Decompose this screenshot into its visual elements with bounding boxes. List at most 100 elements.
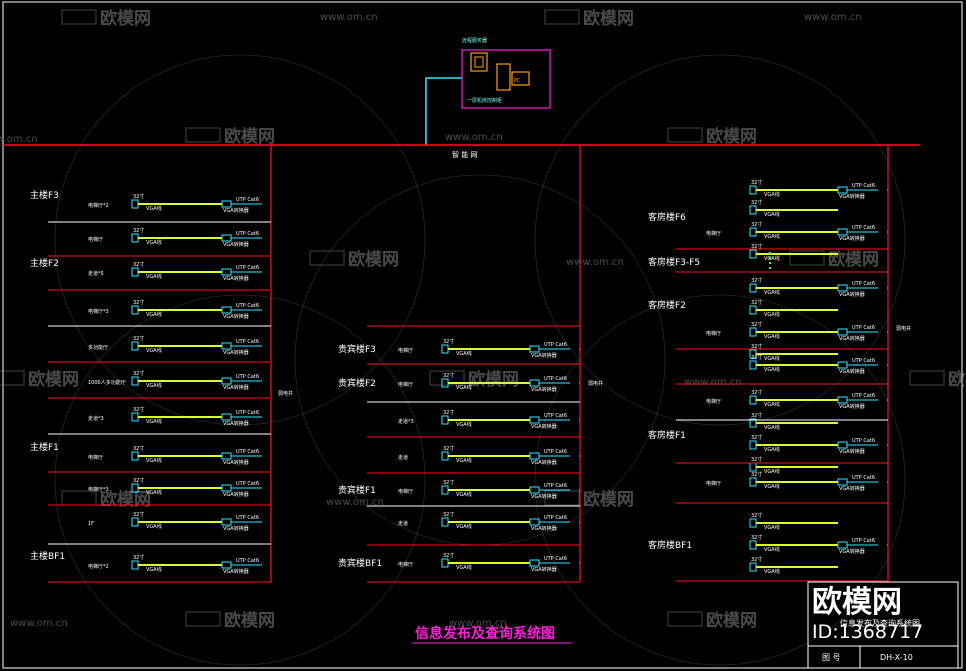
vga-label: VGA线: [146, 418, 162, 425]
converter-icon: [221, 268, 232, 276]
location-label: 电梯厅: [706, 480, 721, 487]
floor-label: 客房楼F6: [648, 211, 686, 223]
server-caption: 一层机房控制柜: [467, 97, 502, 104]
watermark-stamp-brand: 欧模网: [812, 585, 902, 620]
vga-label: VGA线: [764, 483, 780, 490]
watermark-url: www.om.cn: [445, 132, 503, 143]
display-icon: [749, 327, 757, 337]
display-icon: [131, 233, 139, 243]
floor-label: 客房楼BF1: [648, 539, 692, 551]
converter-label: VGA转换器: [531, 459, 557, 466]
floor-label: 主楼BF1: [30, 550, 65, 562]
watermark-logo-icon: [909, 370, 945, 386]
watermark-brand: 欧模网: [706, 126, 757, 147]
display-icon: [749, 440, 757, 450]
vga-label: VGA线: [764, 255, 780, 262]
converter-label: VGA转换器: [839, 291, 865, 298]
utp-label: UTP Cat6: [236, 374, 259, 380]
floor-label: 主楼F3: [30, 189, 59, 201]
vga-label: VGA线: [456, 523, 472, 530]
display-icon: [749, 562, 757, 572]
converter-icon: [221, 518, 232, 526]
monitor-size-label: 32寸: [443, 338, 454, 345]
watermark-logo-icon: [309, 250, 345, 266]
vga-label: VGA线: [146, 566, 162, 573]
monitor-size-label: 32寸: [751, 434, 762, 441]
converter-icon: [837, 328, 848, 336]
watermark-brand: 欧模网: [348, 249, 399, 270]
converter-label: VGA转换器: [839, 403, 865, 410]
display-icon: [441, 344, 449, 354]
location-label: 电梯厅*3: [88, 486, 109, 493]
converter-label: VGA转换器: [531, 525, 557, 532]
display-icon: [749, 205, 757, 215]
converter-label: VGA转换器: [531, 493, 557, 500]
monitor-size-label: 32寸: [751, 199, 762, 206]
display-icon: [749, 477, 757, 487]
watermark-logo-icon: [667, 611, 703, 627]
pc-monitor-icon: [511, 71, 530, 86]
vga-label: VGA线: [456, 384, 472, 391]
location-label: 电梯厅: [706, 330, 721, 337]
display-icon: [749, 462, 757, 472]
utp-label: UTP Cat6: [544, 483, 567, 489]
vga-label: VGA线: [764, 524, 780, 531]
converter-icon: [221, 484, 232, 492]
monitor-size-label: 32寸: [443, 409, 454, 416]
display-icon: [441, 517, 449, 527]
converter-icon: [221, 413, 232, 421]
location-label: 电梯厅: [706, 398, 721, 405]
utp-label: UTP Cat6: [544, 413, 567, 419]
utp-label: UTP Cat6: [236, 339, 259, 345]
pc-tower-icon: [496, 63, 511, 91]
vga-label: VGA线: [146, 239, 162, 246]
utp-label: UTP Cat6: [544, 449, 567, 455]
utp-label: UTP Cat6: [852, 183, 875, 189]
display-icon: [749, 395, 757, 405]
converter-label: VGA转换器: [223, 349, 249, 356]
converter-label: VGA转换器: [223, 420, 249, 427]
monitor-size-label: 32寸: [751, 354, 762, 361]
utp-label: UTP Cat6: [236, 231, 259, 237]
floor-label: 主楼F1: [30, 441, 59, 453]
converter-icon: [837, 361, 848, 369]
watermark-circle: [534, 294, 906, 666]
converter-label: VGA转换器: [223, 568, 249, 575]
utp-label: UTP Cat6: [852, 475, 875, 481]
converter-label: VGA转换器: [531, 423, 557, 430]
utp-label: UTP Cat6: [544, 515, 567, 521]
monitor-size-label: 32寸: [443, 479, 454, 486]
title-block: 信息发布及查询系统图 图 号 DH-X-10: [807, 581, 959, 669]
floor-label: 客房楼F2: [648, 299, 686, 311]
display-icon: [131, 341, 139, 351]
display-icon: [131, 376, 139, 386]
display-icon: [749, 249, 757, 259]
location-label: 走道*3: [398, 418, 414, 425]
vga-label: VGA线: [764, 568, 780, 575]
converter-icon: [221, 342, 232, 350]
monitor-size-label: 32寸: [443, 372, 454, 379]
floor-label: 贵宾楼F3: [338, 343, 376, 355]
utp-label: UTP Cat6: [236, 481, 259, 487]
diagram-title: 信息发布及查询系统图: [415, 625, 555, 642]
utp-label: UTP Cat6: [236, 449, 259, 455]
vga-label: VGA线: [764, 211, 780, 218]
title-block-drawing-no: DH-X-10: [880, 653, 913, 662]
monitor-size-label: 32寸: [751, 277, 762, 284]
utp-label: UTP Cat6: [852, 325, 875, 331]
shaft-label: 弱电井: [896, 325, 911, 332]
monitor-size-label: 32寸: [133, 511, 144, 518]
watermark-url: www.om.cn: [320, 12, 378, 23]
shaft-label: 弱电井: [588, 380, 603, 387]
display-icon: [441, 485, 449, 495]
location-label: 电梯厅: [88, 454, 103, 461]
monitor-size-label: 32寸: [133, 370, 144, 377]
